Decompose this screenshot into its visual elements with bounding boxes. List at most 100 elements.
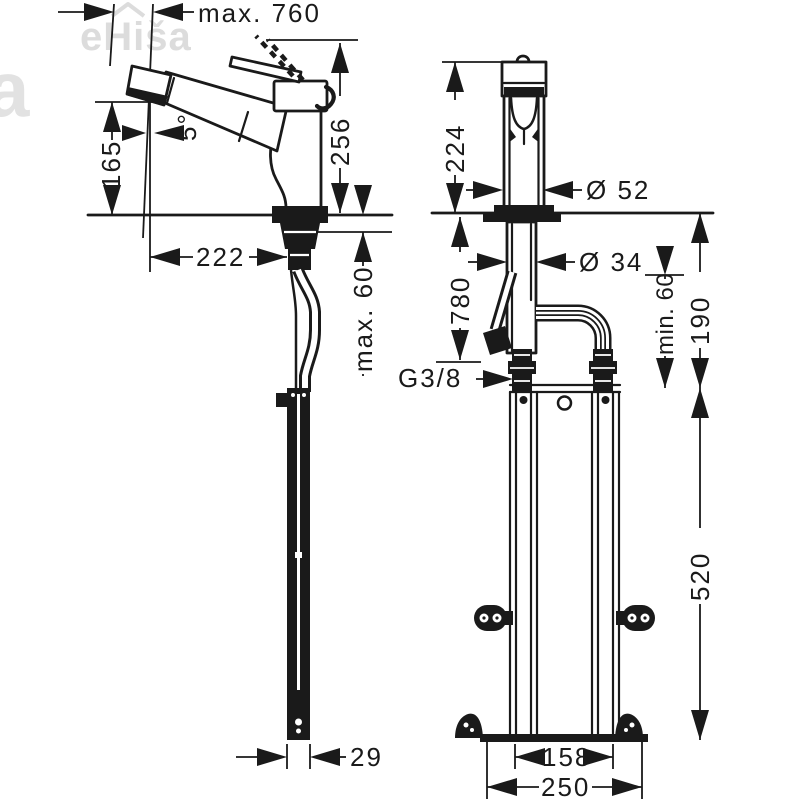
mounting-nut [280,223,320,249]
aerator [126,87,168,106]
label-mask [539,773,592,800]
rail-screw-dot [519,396,528,404]
dim-pullout-max: max. 760 [58,0,319,239]
label-mask [442,100,468,175]
dim-counter-to-bracket: 190 [685,213,715,388]
knob-detail-dot [630,616,634,620]
arrowhead [477,253,507,271]
arrowhead [257,248,287,266]
sprayhead-front-wedge [509,128,516,142]
dim-label-spout-reach: 222 [196,242,245,272]
handle-raised-dashed [266,38,305,82]
label-mask [350,266,376,374]
arrowhead [331,43,349,73]
dim-label-bracket-inner-width: 158 [542,742,591,772]
knob-detail-dot [643,616,647,620]
arrowhead [153,3,183,21]
faucet-side [125,34,336,740]
dim-connection-thread: G3/8 [398,363,513,393]
dim-label-shank-diameter: Ø 34 [579,247,643,277]
dim-label-hose-length: 780 [445,276,475,325]
hose-notch [295,552,302,558]
knob-detail-dot [495,616,499,620]
arrowhead [612,778,642,796]
dim-outlet-height: 165 [95,101,152,215]
dim-spout-angle: 5° [122,98,202,272]
arrowhead [656,246,674,275]
hose-end-dot [295,718,302,726]
sprayhead-front-wedge [532,128,539,142]
label-mask [193,243,249,271]
arrowhead [691,710,709,740]
handle-raised-dashed [254,34,295,78]
label-mask [100,140,124,190]
label-mask [540,743,589,771]
arrowhead [691,213,709,243]
front-plumbing [483,220,617,392]
dim-label-bracket-height: 520 [685,552,715,601]
faucet-front [483,54,561,222]
arrowhead [583,748,613,766]
dim-bracket-outer-width: 250 [486,742,643,800]
left-g38-connector [508,349,536,392]
hose-top-dot [291,393,295,397]
arrowhead [154,125,184,141]
arrowhead [536,253,566,271]
label-mask [651,279,679,356]
foot-detail [624,728,628,732]
dim-label-body-height: 224 [440,124,470,173]
bracket-center-hole [556,395,573,411]
knob-detail-dot [482,616,486,620]
arrowhead [310,748,340,766]
dim-hose-end-width: 29 [236,742,381,772]
dim-label-body-diameter: Ø 52 [586,175,650,205]
arrowhead [257,748,287,766]
dim-spout-reach: 222 [150,242,287,272]
arrowhead [691,358,709,388]
knob-stem [505,611,513,625]
connector-thread [512,374,532,392]
dim-body-diameter: Ø 52 [466,175,650,205]
arrowhead [691,388,709,418]
shank-block [288,249,311,270]
cap-hook-detail [314,84,336,111]
supply-hose-curve [536,311,605,355]
connector-thread [593,374,613,392]
foot-detail [463,722,469,728]
arrowhead [451,217,469,247]
dim-shank-diameter: Ø 34 [468,247,643,277]
dim-mounting-thickness: max. 60 [317,185,392,376]
dim-min-clearance: min. 60 [645,246,684,388]
pullout-hose-curve-inner [295,268,318,392]
base-flange-front-upper [494,205,554,214]
foot-detail [629,722,635,728]
arrowhead [103,102,121,132]
extension-line [109,3,115,67]
dim-hose-length: 780 [436,217,481,363]
arrowhead [656,358,674,388]
dim-label-counter-to-bracket: 190 [685,296,715,345]
faucet-body-front [502,94,546,215]
left-knob [474,605,507,631]
dim-total-height: 256 [266,39,358,213]
arrowhead [487,778,517,796]
bracket-base-bar [480,734,648,742]
arrowhead [122,125,146,141]
spout-joint-line [237,110,250,143]
dim-label-outlet-height: 165 [96,140,126,189]
arrowhead [331,183,349,213]
supply-hose-thin [289,269,298,390]
pullout-hose-front [492,271,515,331]
label-mask [687,528,713,604]
arrowhead [84,3,114,21]
dim-label-min-clearance: min. 60 [652,273,679,355]
dim-label-mounting-thickness: max. 60 [348,266,378,373]
right-foot [615,713,643,738]
right-g38-connector [589,349,617,392]
dim-body-height: 224 [440,61,505,213]
dim-label-connection-thread: G3/8 [398,363,462,393]
dim-label-total-height: 256 [325,117,355,166]
hose-clip-tab [276,393,287,407]
hose-top-dot [302,393,306,397]
